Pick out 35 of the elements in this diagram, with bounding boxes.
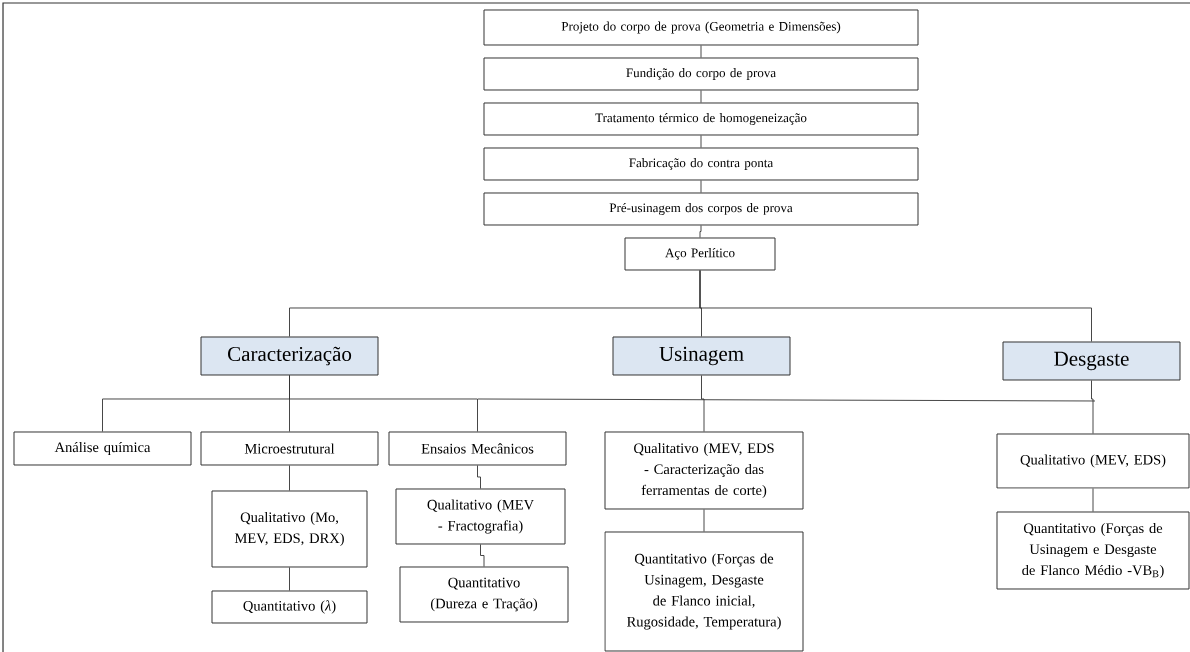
process-box: Qualitativo (Mo, MEV, EDS, DRX) — [211, 490, 368, 568]
step-box: Fundição do corpo de prova — [483, 57, 919, 91]
process-box: Qualitativo (MEV, EDS) — [996, 433, 1190, 489]
connector-line — [700, 45, 702, 58]
step-box: Fabricação do contra ponta — [483, 147, 919, 181]
process-box: Qualitativo (MEV - Fractografia) — [395, 488, 566, 545]
connector-line — [480, 544, 485, 567]
connector-line — [289, 375, 478, 432]
connector-line — [700, 90, 702, 103]
step-box: Projeto do corpo de prova (Geometria e Dimensões) — [483, 9, 919, 46]
connector-line — [699, 225, 702, 238]
connector-line — [700, 135, 702, 148]
connector-line — [289, 465, 290, 491]
process-box: Quantitativo (Dureza e Tração) — [399, 566, 569, 623]
connector-line — [1092, 488, 1094, 512]
category-box: Caracterização — [200, 336, 379, 376]
step-box: Pré-usinagem dos corpos de prova — [483, 192, 919, 226]
connector-line — [699, 270, 1092, 342]
process-box: Ensaios Mecânicos — [388, 431, 567, 466]
process-box: Quantitativo (λ) — [211, 590, 368, 624]
connector-line — [701, 375, 705, 432]
connector-line — [700, 180, 702, 193]
connector-line — [477, 465, 481, 489]
category-box: Desgaste — [1002, 341, 1181, 381]
connector-line — [1091, 380, 1094, 434]
step-box: Aço Perlítico — [624, 237, 776, 271]
connector-line — [289, 567, 290, 591]
category-box: Usinagem — [612, 336, 791, 376]
process-box: Microestrutural — [200, 431, 379, 466]
process-box: Quantitativo (Forças de Usinagem, Desgaste de Flanco inicial, Rugosidade, Temperatura) — [604, 531, 804, 652]
process-box: Análise química — [13, 431, 192, 466]
connector-line — [703, 509, 705, 532]
process-box: Quantitativo (Forças de Usinagem e Desgaste de Flanco Médio -VB$_{B}$) — [996, 511, 1190, 590]
step-box: Tratamento térmico de homogeneização — [483, 102, 919, 136]
process-box: Qualitativo (MEV, EDS - Caracterização das ferramentas de corte) — [604, 431, 804, 510]
